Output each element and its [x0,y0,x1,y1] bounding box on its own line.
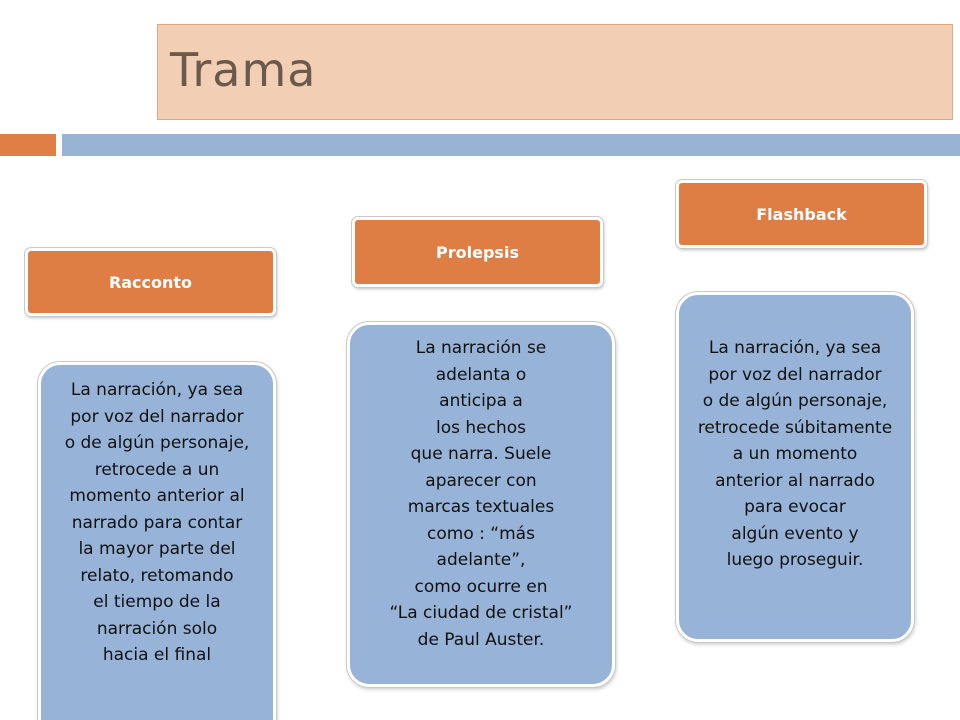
text-line: de Paul Auster. [417,629,545,650]
text-line: La narración, ya sea [708,338,882,358]
text-line: marcas textuales [407,497,555,517]
text-line: anticipa a [439,391,523,411]
text-line: retrocede súbitamente [697,417,893,438]
text-line: retrocede a un [94,459,220,480]
title-box: Trama [157,24,953,120]
slide-title: Trama [170,43,317,97]
text-line: el tiempo de la [93,592,221,612]
text-line: adelanta o [435,364,527,385]
text-line: aparecer con [425,470,537,491]
description-prolepsis: La narración se adelanta o anticipa a lo… [347,322,615,687]
text-line: a un momento [732,444,858,464]
text-line: o de algún personaje, [702,391,888,411]
text-line: los hechos [436,417,526,438]
label-racconto-text: Racconto [108,272,193,292]
text-line: hacia el final [102,645,212,665]
accent-bar-orange [0,134,56,156]
text-line: por voz del narrador [70,406,244,427]
text-line: anterior al narrado [715,470,875,491]
label-flashback: Flashback [676,180,927,248]
text-line: como ocurre en [414,576,548,597]
label-prolepsis-text: Prolepsis [436,242,519,262]
text-line: la mayor parte del [78,539,236,559]
description-racconto: La narración, ya sea por voz del narrado… [38,362,276,720]
label-flashback-text: Flashback [756,204,847,224]
text-line: momento anterior al [69,486,245,506]
description-flashback: La narración, ya sea por voz del narrado… [676,292,914,642]
text-line: relato, retomando [80,565,234,586]
text-line: La narración, ya sea [70,380,244,400]
text-line: por voz del narrador [708,364,882,385]
text-line: “La ciudad de cristal” [389,603,573,623]
text-line: algún evento y [731,523,859,544]
text-line: narración solo [96,618,218,639]
text-line: narrado para contar [71,512,243,533]
text-line: luego proseguir. [726,550,864,570]
text-line: que narra. Suele [410,444,552,464]
text-line: para evocar [744,497,846,517]
label-prolepsis: Prolepsis [352,217,603,287]
text-line: adelante”, [436,550,526,570]
text-line: La narración se [415,338,547,358]
label-racconto: Racconto [25,248,276,316]
accent-bar-blue [62,134,960,156]
text-line: o de algún personaje, [64,433,250,453]
text-line: como : “más [427,523,535,544]
